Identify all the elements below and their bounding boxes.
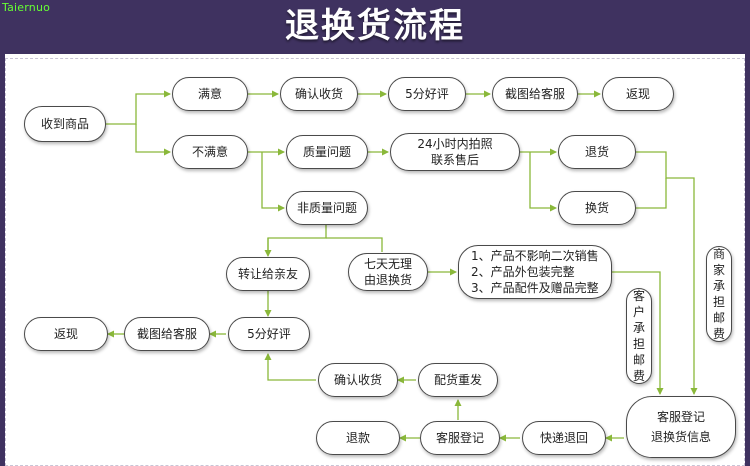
connector-conditions-customer — [612, 271, 664, 395]
node-cs-register: 客服登记 — [420, 421, 500, 455]
right-border — [745, 54, 750, 466]
node-seven-day: 七天无理 由退换货 — [348, 253, 428, 291]
node-reship: 配货重发 — [418, 363, 498, 397]
node-five-star: 5分好评 — [388, 77, 466, 111]
node-confirm-receipt-2: 确认收货 — [318, 363, 398, 397]
node-screenshot-cs-2: 截图给客服 — [124, 317, 210, 351]
node-cashback-2: 返现 — [24, 317, 108, 351]
node-screenshot-cs: 截图给客服 — [492, 77, 578, 111]
node-cashback: 返现 — [602, 77, 674, 111]
left-border — [0, 54, 5, 466]
node-confirm-receipt: 确认收货 — [280, 77, 358, 111]
connector-nonquality-sevenday — [326, 237, 383, 252]
node-express-return: 快递退回 — [522, 421, 606, 455]
node-satisfied: 满意 — [172, 77, 248, 111]
watermark-text: Taiernuo — [2, 1, 51, 14]
node-received: 收到商品 — [24, 106, 106, 142]
node-cs-register-info: 客服登记 退换货信息 — [626, 396, 736, 458]
node-refund: 退款 — [316, 421, 400, 455]
connector-nonquality-split — [267, 224, 327, 252]
node-transfer-friends: 转让给亲友 — [226, 257, 310, 291]
node-return: 退货 — [558, 135, 636, 169]
connector-received-satisfied — [106, 90, 171, 125]
connector-unsatisfied-nonquality — [261, 152, 285, 212]
node-conditions: 1、产品不影响二次销售 2、产品外包装完整 3、产品配件及赠品完整 — [458, 245, 612, 299]
node-customer-pays-shipping: 客 户 承 担 邮 费 — [626, 288, 652, 384]
connector-confirm2-fivestar — [264, 353, 316, 381]
connector-photo-exchange — [529, 152, 557, 212]
title-banner: 退换货流程 Taiernuo — [0, 0, 750, 54]
node-photo-24h: 24小时内拍照 联系售后 — [390, 133, 520, 171]
node-five-star-2: 5分好评 — [228, 317, 310, 351]
node-unsatisfied: 不满意 — [172, 135, 248, 169]
node-non-quality-issue: 非质量问题 — [286, 191, 368, 225]
connector-received-unsatisfied — [135, 124, 171, 156]
page-title: 退换货流程 — [285, 6, 465, 46]
connector-exchange-merge — [636, 178, 667, 209]
node-exchange: 换货 — [558, 191, 636, 225]
node-quality-issue: 质量问题 — [286, 135, 368, 169]
node-merchant-pays-shipping: 商 家 承 担 邮 费 — [706, 246, 732, 342]
